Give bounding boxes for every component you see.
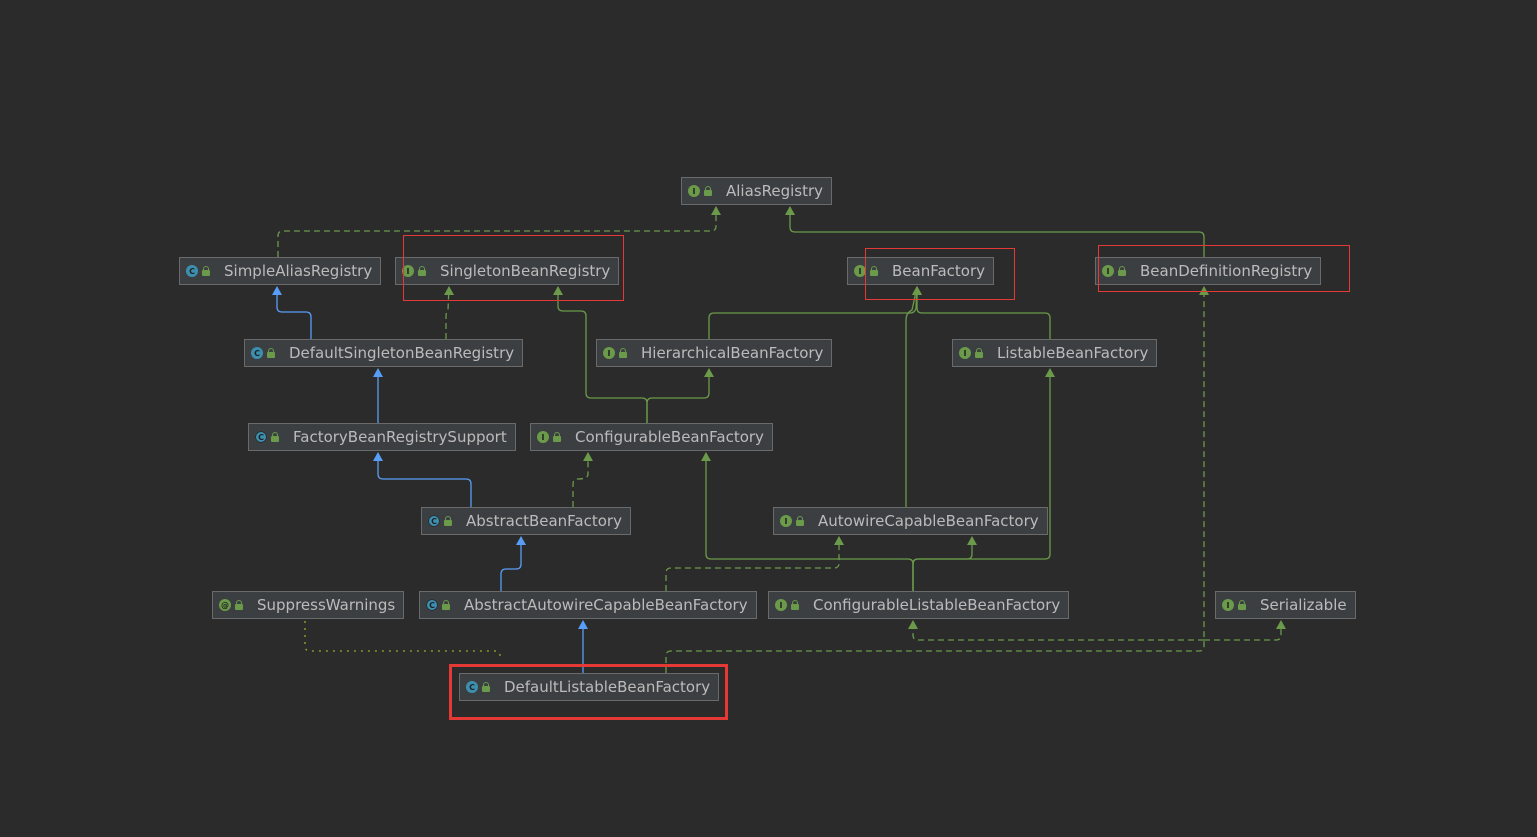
edge-abstractbean-to-configurable — [572, 452, 593, 507]
edge-abstractautowire-to-abstractbean — [500, 536, 526, 591]
public-lock-icon — [267, 348, 275, 358]
public-lock-icon — [482, 682, 490, 692]
edge-defaultlistable-to-suppresswarnings — [304, 621, 501, 660]
node-listable-bean-factory[interactable]: I ListableBeanFactory — [952, 339, 1158, 367]
node-factory-bean-registry-support[interactable]: C FactoryBeanRegistrySupport — [248, 423, 516, 451]
public-lock-icon — [202, 266, 210, 276]
node-label: SimpleAliasRegistry — [224, 262, 373, 280]
node-label: HierarchicalBeanFactory — [641, 344, 824, 362]
edge-configlistable-to-autowire — [912, 536, 977, 591]
highlight-bean-factory — [865, 248, 1015, 300]
public-lock-icon — [704, 186, 712, 196]
public-lock-icon — [1238, 600, 1246, 610]
public-lock-icon — [235, 600, 243, 610]
edge-configurable-to-singletonreg — [553, 286, 648, 423]
node-serializable[interactable]: I Serializable — [1215, 591, 1356, 619]
public-lock-icon — [271, 432, 279, 442]
node-label: AutowireCapableBeanFactory — [818, 512, 1039, 530]
node-label: ConfigurableListableBeanFactory — [813, 596, 1061, 614]
node-singleton-bean-registry[interactable]: I SingletonBeanRegistry — [395, 257, 620, 285]
node-label: BeanFactory — [892, 262, 986, 280]
edge-defaultlistable-to-configlistable — [908, 620, 1205, 641]
node-abstract-bean-factory[interactable]: C AbstractBeanFactory — [421, 507, 631, 535]
class-icon: C — [186, 265, 198, 277]
edge-hierarchical-to-beanfactory — [708, 286, 922, 339]
abstract-class-icon: C — [426, 599, 438, 611]
edge-configurable-to-hierarchical — [646, 368, 714, 423]
edge-listable-to-beanfactory — [912, 286, 1051, 339]
interface-icon: I — [780, 515, 792, 527]
node-label: DefaultSingletonBeanRegistry — [289, 344, 515, 362]
public-lock-icon — [975, 348, 983, 358]
node-configurable-bean-factory[interactable]: I ConfigurableBeanFactory — [530, 423, 773, 451]
node-bean-definition-registry[interactable]: I BeanDefinitionRegistry — [1095, 257, 1322, 285]
public-lock-icon — [791, 600, 799, 610]
node-default-singleton-bean-registry[interactable]: C DefaultSingletonBeanRegistry — [244, 339, 524, 367]
edge-configlistable-to-listable — [912, 368, 1055, 591]
interface-icon: I — [537, 431, 549, 443]
edge-defaultlistable-to-serializable — [1204, 620, 1286, 641]
public-lock-icon — [444, 516, 452, 526]
node-bean-factory[interactable]: I BeanFactory — [847, 257, 995, 285]
highlight-default-listable-bean-factory — [449, 664, 728, 720]
interface-icon: I — [959, 347, 971, 359]
edge-autowire-to-beanfactory — [905, 286, 922, 507]
node-label: AliasRegistry — [726, 182, 824, 200]
edge-defaultsingleton-to-singletonreg — [444, 286, 454, 339]
edge-abstractbean-to-factorybean — [373, 452, 472, 507]
node-label: BeanDefinitionRegistry — [1140, 262, 1313, 280]
node-hierarchical-bean-factory[interactable]: I HierarchicalBeanFactory — [596, 339, 833, 367]
node-label: FactoryBeanRegistrySupport — [293, 428, 507, 446]
node-label: AbstractBeanFactory — [466, 512, 622, 530]
node-simple-alias-registry[interactable]: C SimpleAliasRegistry — [179, 257, 382, 285]
public-lock-icon — [1118, 266, 1126, 276]
edge-simplealias-to-aliasregistry — [277, 206, 721, 257]
node-label: ConfigurableBeanFactory — [575, 428, 764, 446]
class-icon: C — [251, 347, 263, 359]
node-label: SuppressWarnings — [257, 596, 396, 614]
node-autowire-capable-bean-factory[interactable]: I AutowireCapableBeanFactory — [773, 507, 1048, 535]
node-label: DefaultListableBeanFactory — [504, 678, 711, 696]
class-icon: C — [466, 681, 478, 693]
node-default-listable-bean-factory[interactable]: C DefaultListableBeanFactory — [459, 673, 720, 701]
public-lock-icon — [553, 432, 561, 442]
public-lock-icon — [870, 266, 878, 276]
node-label: Serializable — [1260, 596, 1347, 614]
highlight-bean-definition-registry — [1098, 245, 1350, 292]
highlight-singleton-bean-registry — [403, 235, 624, 301]
public-lock-icon — [619, 348, 627, 358]
edge-configlistable-to-configurable — [701, 452, 914, 591]
public-lock-icon — [442, 600, 450, 610]
interface-icon: I — [1102, 265, 1114, 277]
public-lock-icon — [418, 266, 426, 276]
edge-abstractautowire-to-autowire — [665, 536, 844, 591]
abstract-class-icon: C — [428, 515, 440, 527]
node-label: ListableBeanFactory — [997, 344, 1149, 362]
node-abstract-autowire-capable-bean-factory[interactable]: C AbstractAutowireCapableBeanFactory — [419, 591, 757, 619]
node-label: AbstractAutowireCapableBeanFactory — [464, 596, 748, 614]
node-suppress-warnings[interactable]: @ SuppressWarnings — [212, 591, 405, 619]
abstract-class-icon: C — [255, 431, 267, 443]
interface-icon: I — [775, 599, 787, 611]
interface-icon: I — [603, 347, 615, 359]
interface-icon: I — [402, 265, 414, 277]
interface-icon: I — [854, 265, 866, 277]
node-label: SingletonBeanRegistry — [440, 262, 611, 280]
node-alias-registry[interactable]: I AliasRegistry — [681, 177, 833, 205]
node-configurable-listable-bean-factory[interactable]: I ConfigurableListableBeanFactory — [768, 591, 1070, 619]
edge-beandefreg-to-aliasregistry — [785, 206, 1205, 257]
interface-icon: I — [1222, 599, 1234, 611]
annotation-icon: @ — [219, 599, 231, 611]
edge-defaultsingleton-to-simplealias — [272, 286, 312, 339]
interface-icon: I — [688, 185, 700, 197]
public-lock-icon — [796, 516, 804, 526]
